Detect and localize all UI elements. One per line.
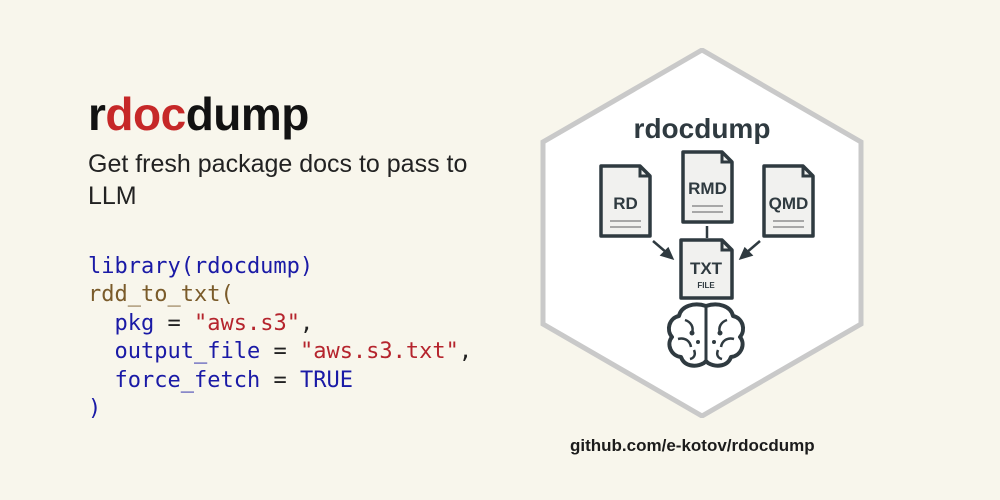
- logo-title: rdocdump: [634, 113, 771, 144]
- doc-label-txt: TXT: [690, 259, 723, 278]
- code-line-6: ): [88, 395, 472, 423]
- title-part-r: r: [88, 88, 106, 140]
- code-line-4: output_file = "aws.s3.txt",: [88, 338, 473, 366]
- code-op: =: [260, 339, 300, 365]
- code-block: library(rdocdump) rdd_to_txt( pkg = "aws.…: [88, 253, 472, 423]
- subtitle: Get fresh package docs to pass to LLM: [88, 150, 468, 210]
- doc-label-file: FILE: [697, 281, 715, 290]
- arrow-icon: [652, 226, 761, 260]
- code-line-3: pkg = "aws.s3",: [88, 310, 472, 338]
- document-icon-qmd: QMD: [762, 164, 815, 238]
- document-icon-rd: RD: [599, 164, 652, 238]
- doc-label-rd: RD: [613, 194, 638, 213]
- title-part-doc: doc: [105, 88, 186, 140]
- code-line-1: library(rdocdump): [88, 253, 472, 281]
- code-function-call: rdd_to_txt(: [88, 282, 234, 308]
- code-arg-output-file: output_file: [114, 339, 261, 365]
- code-comma: ,: [299, 310, 314, 336]
- title: rdocdump: [88, 86, 309, 142]
- brain-icon: [666, 302, 746, 368]
- code-op: =: [154, 310, 194, 336]
- code-comma: ,: [458, 339, 473, 365]
- code-library-call: library(rdocdump): [88, 254, 314, 279]
- code-arg-pkg: pkg: [114, 310, 155, 336]
- code-value-output-file: "aws.s3.txt": [299, 339, 459, 365]
- code-arg-force-fetch: force_fetch: [114, 367, 261, 393]
- code-close-paren: ): [88, 396, 102, 422]
- doc-label-rmd: RMD: [688, 179, 727, 198]
- repo-link[interactable]: github.com/e-kotov/rdocdump: [570, 436, 815, 455]
- hex-logo: rdocdump RD RMD QMD: [538, 48, 866, 418]
- code-line-5: force_fetch = TRUE: [88, 367, 472, 395]
- code-op: =: [260, 367, 300, 393]
- hexagon-shape: [540, 48, 864, 418]
- document-icon-rmd: RMD: [681, 150, 734, 224]
- doc-label-qmd: QMD: [769, 194, 809, 213]
- title-part-dump: dump: [185, 88, 310, 140]
- document-icon-txt: TXT FILE: [679, 238, 734, 300]
- code-value-pkg: "aws.s3": [194, 310, 300, 336]
- hex-logo-graphic: rdocdump RD RMD QMD: [540, 48, 864, 418]
- code-value-force-fetch: TRUE: [299, 367, 353, 393]
- code-line-2: rdd_to_txt(: [88, 281, 472, 309]
